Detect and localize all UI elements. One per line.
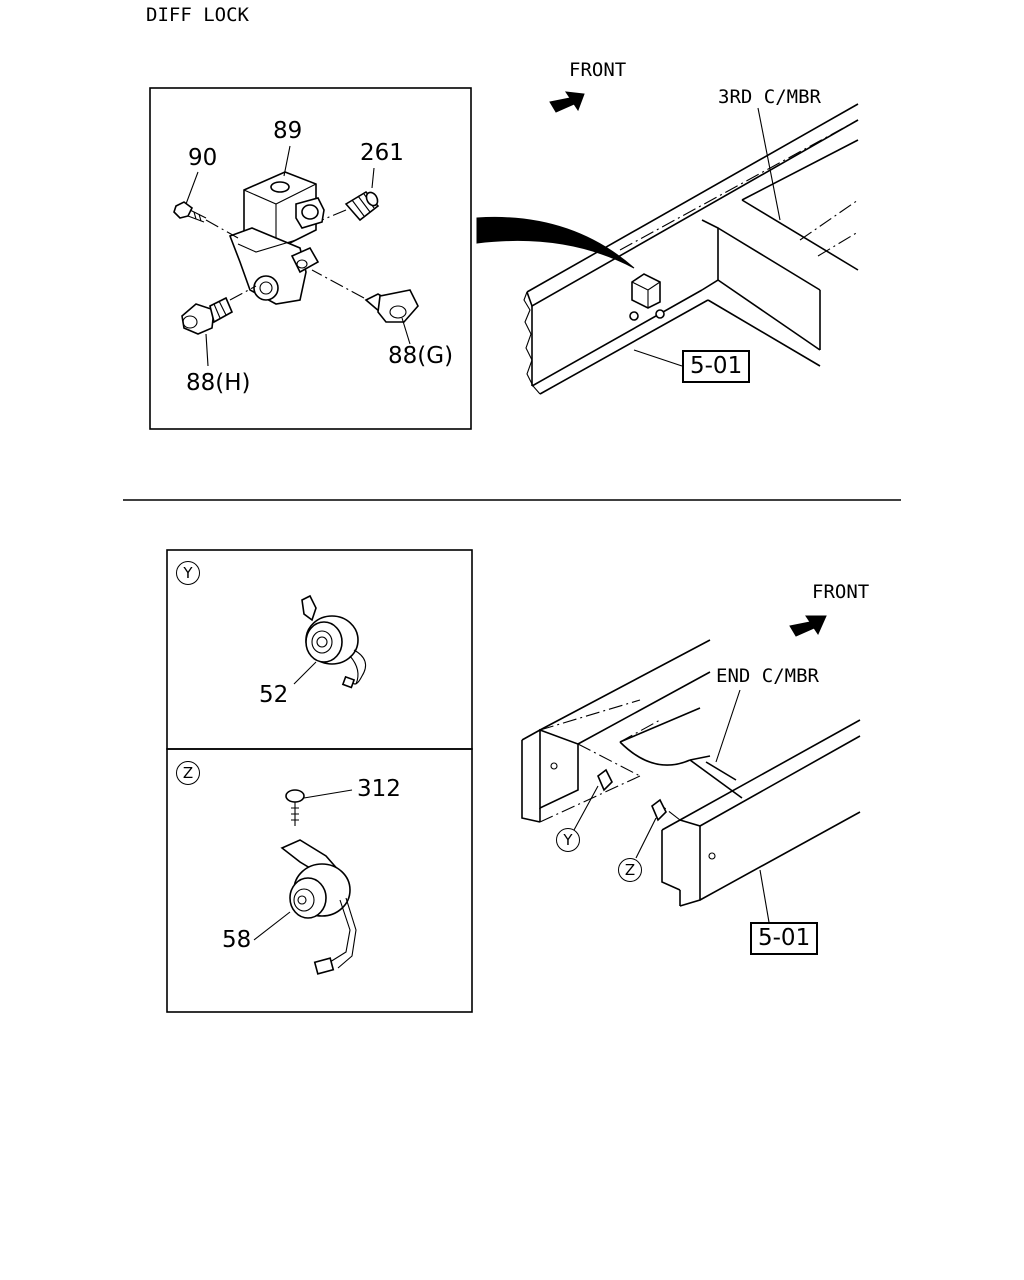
- screw-312: [285, 789, 305, 826]
- page-title: DIFF LOCK: [146, 4, 249, 26]
- top-detail-frame: [149, 87, 472, 430]
- part-90-label: 90: [188, 145, 218, 171]
- callout-y-marker: Y: [556, 828, 580, 852]
- front-arrow-bottom: [789, 615, 827, 637]
- member-label-end: END C/MBR: [716, 665, 819, 687]
- front-label-top: FRONT: [569, 59, 627, 81]
- callout-z-marker: Z: [618, 858, 642, 882]
- view-y-marker: Y: [176, 561, 200, 585]
- ref-box-bottom[interactable]: 5-01: [750, 922, 819, 955]
- part-88g-label: 88(G): [388, 343, 454, 369]
- elbow-fitting-88g: [311, 269, 419, 323]
- part-312-label: 312: [357, 776, 401, 802]
- fitting-88h: [181, 285, 257, 335]
- part-89-label: 89: [273, 118, 303, 144]
- detail-callout-swoosh: [476, 216, 635, 269]
- bolt-90: [173, 201, 239, 239]
- view-z-frame: [166, 748, 473, 1013]
- front-arrow-top: [549, 91, 585, 113]
- member-label-3rd: 3RD C/MBR: [718, 86, 821, 108]
- part-58-label: 58: [222, 927, 252, 953]
- switch-58: [280, 839, 357, 975]
- frame-rail-bottom: [521, 639, 861, 907]
- view-z-marker: Z: [176, 761, 200, 785]
- ref-box-top[interactable]: 5-01: [682, 350, 751, 383]
- part-52-label: 52: [259, 682, 289, 708]
- connector-261: [321, 190, 380, 222]
- switch-52: [301, 594, 367, 689]
- part-261-label: 261: [360, 140, 404, 166]
- solenoid-valve-89: [228, 171, 325, 305]
- front-label-bottom: FRONT: [812, 581, 870, 603]
- part-88h-label: 88(H): [186, 370, 251, 396]
- frame-rail-top: [523, 103, 859, 395]
